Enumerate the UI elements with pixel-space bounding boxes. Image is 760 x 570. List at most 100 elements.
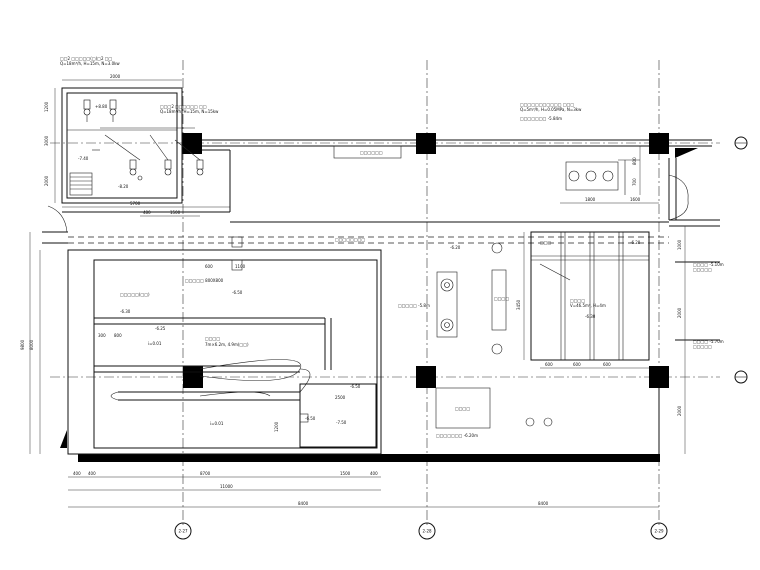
elev-e8: -6.25 bbox=[155, 326, 166, 331]
dim-top-left-h3: 2000 bbox=[44, 175, 49, 186]
dim-bottom-right-b: 400 bbox=[370, 471, 378, 476]
axis-label-left: 2-27 bbox=[178, 529, 188, 534]
dim-bottom-left-a: 400 bbox=[73, 471, 81, 476]
left-note: □□□□□(□□) bbox=[120, 292, 150, 297]
grate-square bbox=[231, 259, 243, 271]
axis-bubble-right-top bbox=[734, 136, 748, 150]
stair-marker bbox=[60, 430, 67, 448]
grate-square bbox=[231, 236, 243, 248]
dim-top-left-h1: 1200 bbox=[44, 101, 49, 112]
elev-e7: -6.30 bbox=[120, 309, 131, 314]
axis-bubble-left: 2-27 bbox=[174, 522, 192, 540]
right-tank bbox=[530, 231, 650, 361]
dim-bottom-mid: 8700 bbox=[200, 471, 211, 476]
pipe-line bbox=[174, 139, 201, 161]
pump-room-note: □□□□□ -5.8m bbox=[398, 303, 430, 308]
dim-left-height-total: 9800 bbox=[20, 339, 25, 350]
elev-e6: -6.50 bbox=[232, 290, 243, 295]
dim-pump-gap: 800 bbox=[632, 157, 637, 165]
equipment-top-right3: □□□□□□□ -5.84m bbox=[520, 116, 562, 121]
column-5 bbox=[416, 366, 436, 388]
mid-circle bbox=[491, 343, 503, 355]
dim-right-h3: 2000 bbox=[677, 405, 682, 416]
dim-pool-depth: 1200 bbox=[274, 421, 279, 432]
dim-grate-w2: 600 bbox=[205, 264, 213, 269]
room-note-tl2: Q=18m³/h, H=15m, N=3.0kw bbox=[60, 61, 120, 66]
column-4 bbox=[183, 366, 203, 388]
dim-left-height: 8000 bbox=[29, 339, 34, 350]
axis-label-right: 2-29 bbox=[654, 529, 664, 534]
column-3 bbox=[649, 133, 669, 154]
elev-e10: -6.50 bbox=[305, 416, 316, 421]
mid-box-note: □□□□□□□ -6.20m bbox=[436, 433, 478, 438]
pipe-line bbox=[104, 134, 141, 161]
pool-size: 7m×6.2m, 4.9m(□□) bbox=[205, 342, 249, 347]
dim-tank-w2: 600 bbox=[573, 362, 581, 367]
top-right-pump-group bbox=[565, 159, 640, 195]
elev-e9: -6.50 bbox=[350, 384, 361, 389]
pump-unit-6 bbox=[137, 175, 143, 181]
column-1 bbox=[182, 133, 202, 154]
column-6 bbox=[649, 366, 669, 388]
dim-bottom-total: 11000 bbox=[220, 484, 233, 489]
dim-pump-gap2: 700 bbox=[632, 178, 637, 186]
dim-top-room-width2: 5700 bbox=[130, 201, 141, 206]
dim-right-h1: 1000 bbox=[677, 239, 682, 250]
pump-note: □□□2 □□□□□□ □□ bbox=[160, 104, 207, 109]
dim-pool-small-b: 800 bbox=[114, 333, 122, 338]
pool-label: □□□□ bbox=[205, 336, 220, 341]
right-small1: □□□□□ bbox=[693, 267, 712, 272]
pipe-line bbox=[149, 134, 169, 161]
tank-label: □□□ bbox=[540, 240, 552, 245]
dim-mid-h: 3450 bbox=[516, 299, 521, 310]
pump-unit-5 bbox=[196, 159, 204, 176]
dim-top-room-width: 2000 bbox=[110, 74, 121, 79]
pipe-label-box: □□□□□□ bbox=[360, 150, 383, 155]
axis-bubble-right: 2-29 bbox=[650, 522, 668, 540]
dim-tank-w3: 600 bbox=[603, 362, 611, 367]
mid-box bbox=[435, 387, 491, 429]
dim-pool-inner: 2500 bbox=[335, 395, 346, 400]
equipment-top-right2: Q=5m³/h, H=0.05MPa, N=3kw bbox=[520, 107, 582, 112]
axis-label-mid: 2-28 bbox=[422, 529, 432, 534]
axis-bubble-mid: 2-28 bbox=[418, 522, 436, 540]
bottom-wall bbox=[78, 454, 660, 462]
mid-box-label: □□□□ bbox=[455, 406, 470, 411]
pump-note2: Q=18m³/h, H=15m, N=15kw bbox=[160, 109, 219, 114]
dim-bottom-left-b: 400 bbox=[88, 471, 96, 476]
elev-e2: -8.20 bbox=[118, 184, 129, 189]
pump-unit-3 bbox=[129, 159, 137, 176]
mid-pump-group bbox=[436, 271, 458, 338]
right-tank-note2: V=46.5m³, H=4m bbox=[570, 303, 606, 308]
floor-drain bbox=[525, 417, 535, 427]
pump-unit-4 bbox=[164, 159, 172, 176]
dim-tank-w1: 600 bbox=[545, 362, 553, 367]
dim-bay-right: 8400 bbox=[538, 501, 549, 506]
dim-pool-small-a: 300 bbox=[98, 333, 106, 338]
room-note-tl: □□2 □□□□□(□)□2 □□ bbox=[60, 56, 113, 61]
elev-e4: -6.20 bbox=[450, 245, 461, 250]
pump-unit-2 bbox=[109, 99, 117, 122]
pool-outer bbox=[67, 249, 382, 455]
slope-s2: i=0.01 bbox=[210, 421, 224, 426]
dim-top-right-w: 1800 bbox=[585, 197, 596, 202]
dim-top-left-h2: 3000 bbox=[44, 135, 49, 146]
axis-bubble-right-mid bbox=[734, 370, 748, 384]
mid-circle bbox=[491, 242, 503, 254]
elev-e3: +8.80 bbox=[95, 104, 108, 109]
elev-e11: -7.50 bbox=[336, 420, 347, 425]
elev-e13: -6.30 bbox=[585, 314, 596, 319]
dim-top-right-w2: 1600 bbox=[630, 197, 641, 202]
right-note-b: □□□□ -5.70m bbox=[693, 339, 724, 344]
center-label: □□□□□□□□ bbox=[335, 237, 365, 242]
right-note-a: □□□□ -5.10m bbox=[693, 262, 724, 267]
grate-square bbox=[299, 413, 309, 423]
slope-s1: i=0.01 bbox=[148, 341, 162, 346]
elev-e1: -7.40 bbox=[78, 156, 89, 161]
equipment-top-right: □□□□□□□□□□□ □□□ bbox=[520, 102, 574, 107]
floor-drain bbox=[543, 417, 553, 427]
dim-right-h2: 2000 bbox=[677, 307, 682, 318]
equipment-box-top bbox=[333, 145, 402, 159]
dim-bottom-right-a: 1500 bbox=[340, 471, 351, 476]
